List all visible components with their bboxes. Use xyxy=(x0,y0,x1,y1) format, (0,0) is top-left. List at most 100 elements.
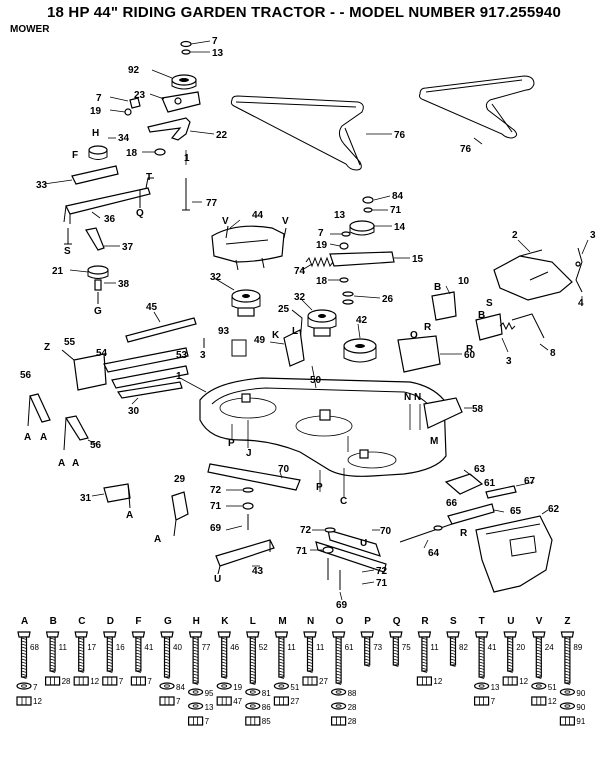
hardware-part-number: 16 xyxy=(116,643,125,652)
nut-icon xyxy=(159,696,175,706)
nut-icon xyxy=(559,716,575,726)
callout-29: 29 xyxy=(174,474,186,485)
bolt-head-icon xyxy=(360,631,374,638)
callout-21: 21 xyxy=(52,266,64,277)
callout-60: 60 xyxy=(464,350,476,361)
nut-icon xyxy=(216,696,232,706)
callout-O: O xyxy=(410,330,418,341)
callout-37: 37 xyxy=(122,242,134,253)
bolt-head-icon xyxy=(560,631,575,638)
callout-R: R xyxy=(424,322,432,333)
callout-22: 22 xyxy=(216,130,228,141)
callout-8: 8 xyxy=(550,348,556,359)
hardware-part-number: 24 xyxy=(545,643,554,652)
callout-A: A xyxy=(72,458,79,469)
callout-R: R xyxy=(460,528,468,539)
hardware-letter: D xyxy=(107,616,114,627)
callout-Z: Z xyxy=(44,342,50,353)
hardware-letter: V xyxy=(536,616,543,627)
callout-A: A xyxy=(24,432,31,443)
callout-U: U xyxy=(360,538,367,549)
washer-icon xyxy=(331,702,347,710)
hardware-part-number: 41 xyxy=(144,643,153,652)
callout-1: 1 xyxy=(176,371,182,382)
bolt-head-icon xyxy=(303,631,317,638)
callout-64: 64 xyxy=(428,548,440,559)
callout-31: 31 xyxy=(80,493,92,504)
callout-69: 69 xyxy=(210,523,222,534)
callout-A: A xyxy=(126,510,133,521)
callout-T: T xyxy=(146,172,152,183)
hardware-item-s: S82 xyxy=(446,616,468,667)
hardware-part-number: 12 xyxy=(33,697,42,706)
callout-18: 18 xyxy=(316,276,328,287)
hardware-part-number: 81 xyxy=(262,689,271,698)
nut-icon xyxy=(416,676,432,686)
callout-66: 66 xyxy=(446,498,458,509)
lower-right-parts xyxy=(310,469,553,601)
callout-M: M xyxy=(430,436,438,447)
bolt-head-icon xyxy=(103,631,117,638)
callout-76: 76 xyxy=(460,144,472,155)
washer-icon xyxy=(16,682,32,690)
bolt-head-icon xyxy=(74,631,88,638)
hardware-part-number: 40 xyxy=(173,643,182,652)
callout-62: 62 xyxy=(548,504,560,515)
spindle-pulleys xyxy=(203,277,462,377)
bolt-head-icon xyxy=(160,631,174,638)
callout-36: 36 xyxy=(104,214,116,225)
nut-icon xyxy=(73,676,89,686)
callout-13: 13 xyxy=(334,210,346,221)
hardware-part-number: 47 xyxy=(233,697,242,706)
washer-icon xyxy=(474,682,490,690)
callout-7: 7 xyxy=(318,228,324,239)
hardware-letter: F xyxy=(135,616,141,627)
callout-R: R xyxy=(466,344,474,355)
callout-10: 10 xyxy=(458,276,470,287)
hardware-part-number: 7 xyxy=(119,677,124,686)
callout-A: A xyxy=(154,534,161,545)
washer-icon xyxy=(559,688,576,696)
part-callouts: 7 13 92 23 7 19 22 76 76 34 H F 18 1 33 … xyxy=(20,36,596,611)
callout-N: N xyxy=(414,392,421,403)
bolt-head-icon xyxy=(417,631,432,638)
hardware-letter: B xyxy=(50,616,57,627)
hardware-part-number: 75 xyxy=(402,643,411,652)
washer-icon xyxy=(245,688,261,696)
callout-50: 50 xyxy=(310,375,322,386)
hardware-part-number: 51 xyxy=(290,683,299,692)
nut-icon xyxy=(331,716,347,726)
callout-B: B xyxy=(434,282,441,293)
hardware-part-number: 28 xyxy=(348,703,357,712)
callout-F: F xyxy=(72,150,78,161)
hardware-letter: P xyxy=(364,616,371,627)
callout-58: 58 xyxy=(472,404,484,415)
callout-3: 3 xyxy=(590,230,596,241)
hardware-part-number: 19 xyxy=(233,683,242,692)
callout-44: 44 xyxy=(252,210,264,221)
callout-15: 15 xyxy=(412,254,424,265)
mower-deck xyxy=(179,375,472,498)
callout-92: 92 xyxy=(128,65,140,76)
hardware-part-number: 7 xyxy=(491,697,496,706)
belts xyxy=(230,75,535,171)
bolt-head-icon xyxy=(246,631,260,638)
callout-19: 19 xyxy=(316,240,328,251)
callout-3: 3 xyxy=(506,356,512,367)
callout-61: 61 xyxy=(484,478,496,489)
bolt-head-icon xyxy=(474,631,489,638)
washer-icon xyxy=(331,688,347,696)
callout-65: 65 xyxy=(510,506,522,517)
washer-icon xyxy=(531,682,547,690)
callout-76: 76 xyxy=(394,130,406,141)
hardware-part-number: 7 xyxy=(205,717,210,726)
hardware-letter: Q xyxy=(393,616,401,627)
